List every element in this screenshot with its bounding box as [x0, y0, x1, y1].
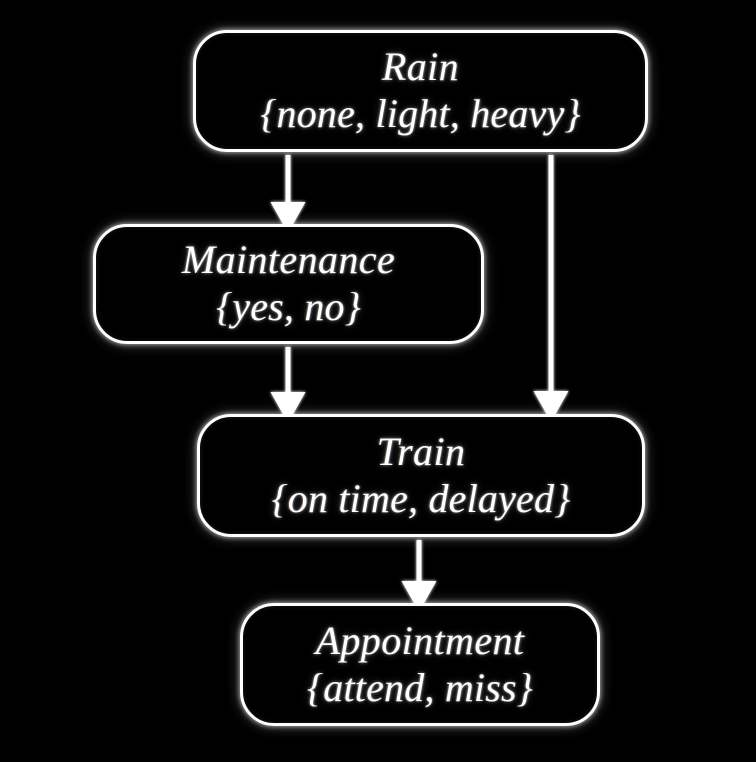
node-appointment-states: {attend, miss} [307, 664, 533, 710]
node-appointment-label: Appointment [315, 617, 525, 663]
node-maintenance-label: Maintenance [181, 237, 396, 283]
node-train-label: Train [376, 428, 466, 474]
node-rain[interactable]: Rain {none, light, heavy} [193, 30, 648, 152]
node-train[interactable]: Train {on time, delayed} [197, 414, 645, 537]
node-appointment[interactable]: Appointment {attend, miss} [240, 603, 600, 726]
node-train-states: {on time, delayed} [271, 475, 571, 521]
node-maintenance[interactable]: Maintenance {yes, no} [93, 224, 484, 344]
node-rain-states: {none, light, heavy} [260, 91, 581, 136]
node-rain-label: Rain [381, 44, 460, 90]
node-maintenance-states: {yes, no} [216, 284, 361, 329]
